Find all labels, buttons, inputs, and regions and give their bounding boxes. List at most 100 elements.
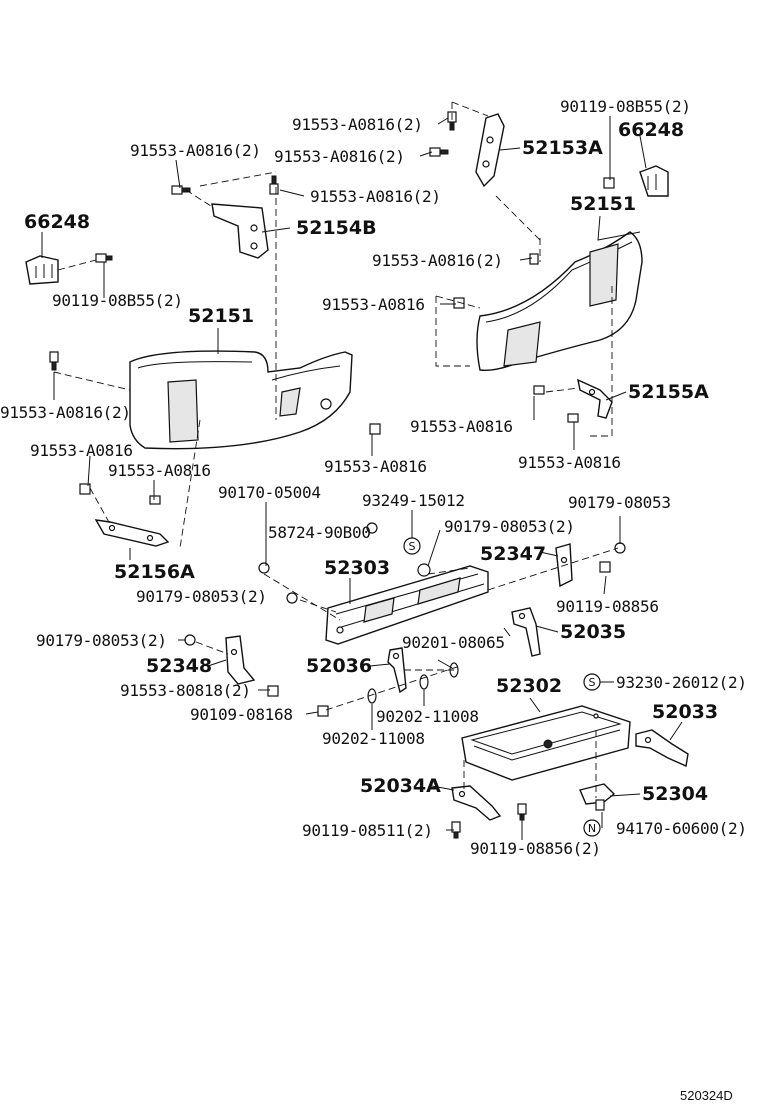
bolt-icon xyxy=(369,423,381,435)
callout-label: 91553-80818(2) xyxy=(120,681,251,700)
callout-label: 52034A xyxy=(360,775,441,797)
callout-label: 52347 xyxy=(480,543,546,565)
callout-label: 90179-08053(2) xyxy=(136,587,267,606)
callout-label: 52035 xyxy=(560,621,626,643)
callout-label: 52348 xyxy=(146,655,212,677)
callout-label: 90201-08065 xyxy=(402,633,505,652)
callout-label: 90202-11008 xyxy=(322,729,425,748)
callout-label: 90179-08053(2) xyxy=(36,631,167,650)
bolt-icon xyxy=(599,561,611,573)
right-bumper-end-cap xyxy=(476,231,643,372)
callout-label: 90119-08B55(2) xyxy=(560,97,691,116)
bolt-icon xyxy=(79,483,91,495)
left-bracket-52154b xyxy=(211,203,269,259)
callout-label: 90119-08511(2) xyxy=(302,821,433,840)
nut-icon xyxy=(417,563,431,577)
callout-label: 58724-90B00 xyxy=(268,523,371,542)
left-bumper-end-cap xyxy=(129,350,353,450)
bolt-icon xyxy=(95,253,113,263)
nut-icon xyxy=(614,542,626,554)
callout-label: 90119-08856(2) xyxy=(470,839,601,858)
symbol-s-text: S xyxy=(409,540,416,553)
bracket-52348 xyxy=(225,635,256,685)
diagram-id: 520324D xyxy=(680,1088,733,1103)
callout-label: 52151 xyxy=(188,305,254,327)
step-pad-52302 xyxy=(461,705,631,781)
leader-lines xyxy=(41,116,683,840)
stay-52036 xyxy=(387,647,407,694)
bolt-icon xyxy=(269,175,279,195)
callout-label: 91553-A0816 xyxy=(518,453,621,472)
callout-label: 91553-A0816 xyxy=(108,461,211,480)
callout-labels: 91553-A0816(2) 90119-08B55(2) 66248 5215… xyxy=(0,97,747,858)
symbol-s-icon: S xyxy=(583,673,601,691)
callout-label: 52304 xyxy=(642,783,708,805)
callout-label: 91553-A0816 xyxy=(30,441,133,460)
right-bracket-52153a xyxy=(475,113,505,188)
callout-label: 91553-A0816(2) xyxy=(372,251,503,270)
callout-label: 93249-15012 xyxy=(362,491,465,510)
assembly-dashed-lines xyxy=(53,101,619,798)
washer-icon xyxy=(419,674,429,690)
callout-label: 52156A xyxy=(114,561,195,583)
right-lower-bracket-52155a xyxy=(577,378,613,419)
callout-label: 90170-05004 xyxy=(218,483,321,502)
bolt-icon xyxy=(453,297,465,309)
symbol-s-text: S xyxy=(589,676,596,689)
callout-label: 52036 xyxy=(306,655,372,677)
callout-label: 90119-08B55(2) xyxy=(52,291,183,310)
callout-label: 93230-26012(2) xyxy=(616,673,747,692)
bracket-52034a xyxy=(451,785,502,821)
callout-label: 91553-A0816(2) xyxy=(0,403,131,422)
bumper-reinforcement-52303 xyxy=(325,565,489,645)
bolt-icon xyxy=(595,799,605,811)
symbol-s-icon: S xyxy=(403,537,421,555)
bolt-icon xyxy=(49,351,59,371)
callout-label: 94170-60600(2) xyxy=(616,819,747,838)
callout-label: 90202-11008 xyxy=(376,707,479,726)
callout-label: 91553-A0816(2) xyxy=(130,141,261,160)
callout-label: 66248 xyxy=(618,119,684,141)
bolt-icon xyxy=(267,685,279,697)
bolt-icon xyxy=(317,705,329,717)
nut-icon xyxy=(286,592,298,604)
bolt-icon xyxy=(517,803,527,821)
bolt-icon xyxy=(533,385,545,395)
bracket-52033 xyxy=(635,729,689,768)
left-clip-66248 xyxy=(25,255,59,285)
callout-label: 52154B xyxy=(296,217,377,239)
callout-label: 90179-08053 xyxy=(568,493,671,512)
callout-label: 91553-A0816 xyxy=(322,295,425,314)
bolt-icon xyxy=(529,253,539,265)
nut-icon xyxy=(366,522,378,534)
bolt-icon xyxy=(149,495,161,505)
stay-52035 xyxy=(511,607,541,657)
callout-label: 91553-A0816 xyxy=(324,457,427,476)
bolt-icon xyxy=(451,821,461,839)
callout-label: 52302 xyxy=(496,675,562,697)
bolt-icon xyxy=(603,177,615,189)
callout-label: 52033 xyxy=(652,701,718,723)
bracket-52304 xyxy=(579,783,616,805)
callout-label: 91553-A0816(2) xyxy=(292,115,423,134)
callout-label: 90109-08168 xyxy=(190,705,293,724)
callout-label: 52303 xyxy=(324,557,390,579)
bolt-icon xyxy=(567,413,579,423)
nut-icon xyxy=(258,562,270,574)
bolt-icon xyxy=(429,147,449,157)
callout-label: 90179-08053(2) xyxy=(444,517,575,536)
callout-label: 52151 xyxy=(570,193,636,215)
callout-label: 52155A xyxy=(628,381,709,403)
callout-label: 52153A xyxy=(522,137,603,159)
callout-label: 66248 xyxy=(24,211,90,233)
right-clip-66248 xyxy=(639,165,669,197)
callout-label: 91553-A0816(2) xyxy=(310,187,441,206)
bolt-icon xyxy=(171,185,191,195)
symbol-n-text: N xyxy=(588,822,596,835)
nut-icon xyxy=(184,634,196,646)
callout-label: 91553-A0816 xyxy=(410,417,513,436)
callout-label: 91553-A0816(2) xyxy=(274,147,405,166)
left-lower-bracket-52156a xyxy=(94,519,170,547)
hardware-fasteners xyxy=(49,111,626,839)
